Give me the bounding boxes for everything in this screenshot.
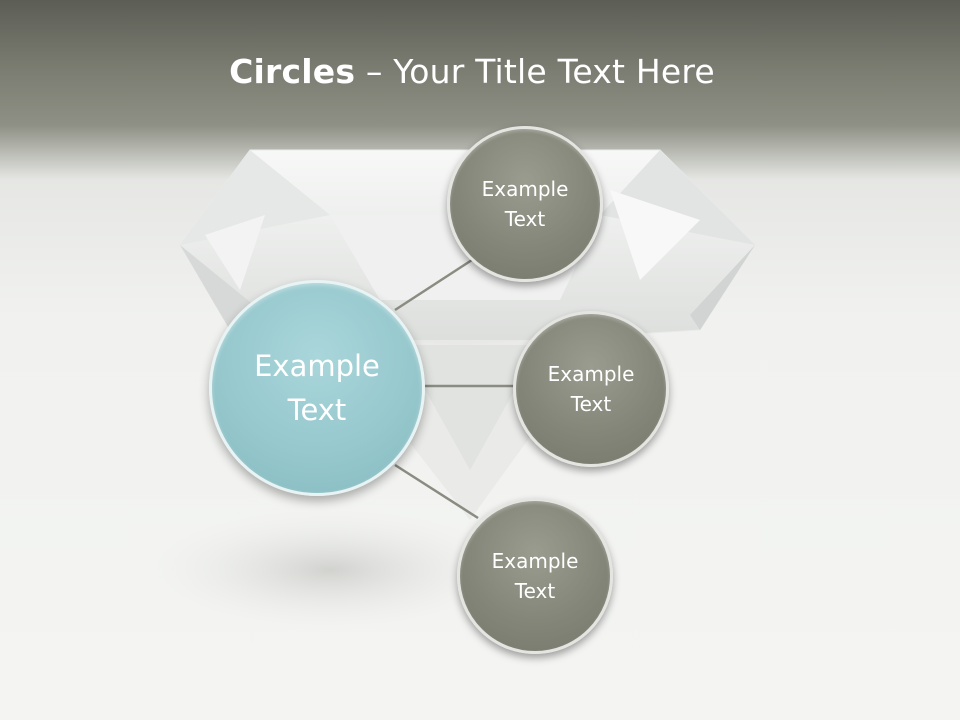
satellite-circle-top[interactable]: Example Text: [447, 126, 603, 282]
title-rest: – Your Title Text Here: [355, 52, 715, 91]
satellite-bottom-line2: Text: [514, 579, 556, 603]
satellite-top-line2: Text: [504, 207, 546, 231]
slide-title: Circles – Your Title Text Here: [0, 52, 944, 91]
center-line2: Text: [287, 393, 347, 427]
satellite-circle-middle[interactable]: Example Text: [513, 311, 669, 467]
title-bold: Circles: [229, 52, 356, 91]
satellite-middle-line1: Example: [547, 362, 635, 386]
satellite-middle-line2: Text: [570, 392, 612, 416]
satellite-bottom-line1: Example: [491, 549, 579, 573]
satellite-circle-bottom[interactable]: Example Text: [457, 498, 613, 654]
center-circle[interactable]: Example Text: [209, 280, 425, 496]
center-line1: Example: [254, 349, 380, 383]
satellite-top-line1: Example: [481, 177, 569, 201]
